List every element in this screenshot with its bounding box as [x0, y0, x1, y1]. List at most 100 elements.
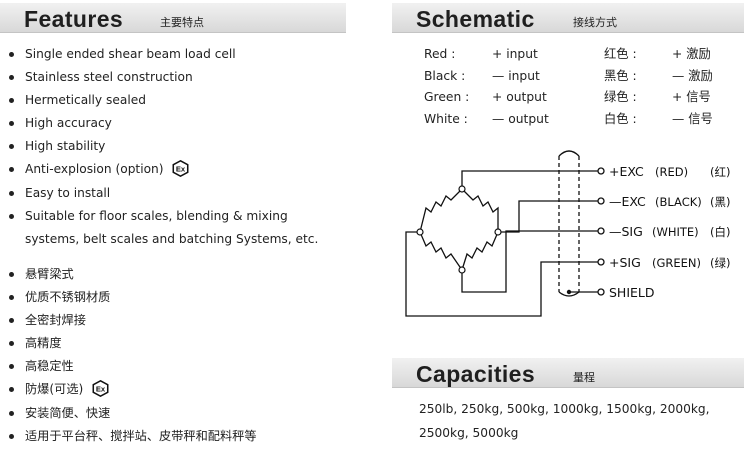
wiring-row: Green : + output 绿色 : + 信号	[424, 87, 734, 109]
terminal-label: SHIELD	[609, 285, 655, 300]
schematic-header: Schematic 接线方式	[392, 3, 744, 33]
bullet	[9, 52, 14, 57]
shield-junction-dot	[566, 289, 572, 295]
shield-cable-bottom	[558, 291, 580, 297]
resistor-r4	[461, 231, 499, 271]
list-item: Hermetically sealed	[0, 89, 318, 112]
list-item: 全密封焊接	[0, 309, 257, 332]
bullet	[9, 318, 14, 324]
list-item: Stainless steel construction	[0, 66, 318, 89]
list-item-text: Anti-explosion (option)	[25, 162, 164, 177]
wire-signal-en: — input	[492, 68, 540, 83]
explosion-proof-icon: Ex	[172, 159, 189, 177]
list-item-text: systems, belt scales and batching System…	[25, 231, 319, 246]
terminal-label: —SIG	[609, 224, 643, 239]
list-item: 安装简便、快速	[0, 402, 257, 425]
features-header: Features 主要特点	[0, 3, 346, 33]
list-item: Suitable for floor scales, blending & mi…	[0, 205, 318, 228]
terminal-color-zh: (黑)	[710, 195, 730, 209]
wire-signal-en: — output	[492, 111, 549, 126]
terminal-minus-sig	[597, 227, 605, 235]
wheatstone-bridge-diagram: +EXC (RED) (红) —EXC (BLACK) (黑) —SIG (WH…	[405, 150, 730, 317]
bullet	[9, 167, 14, 173]
bridge-node-top	[458, 185, 466, 193]
list-item-text: Suitable for floor scales, blending & mi…	[25, 208, 288, 223]
bullet	[9, 190, 14, 196]
wire-color-en: White :	[424, 111, 468, 126]
terminal-color-zh: (绿)	[710, 256, 730, 270]
terminal-label: —EXC	[609, 194, 646, 209]
bullet	[9, 98, 14, 104]
bullet	[9, 213, 14, 219]
terminal-color: (GREEN)	[652, 256, 701, 270]
bullet	[9, 410, 14, 416]
wire-signal-zh: — 激励	[672, 68, 713, 83]
capacities-header: Capacities 量程	[392, 358, 744, 388]
wire-signal-zh: — 信号	[672, 111, 713, 126]
list-item: High accuracy	[0, 112, 318, 135]
wire-minus-exc	[498, 200, 598, 233]
bridge-node-left	[416, 228, 424, 236]
bridge-node-right	[494, 228, 502, 236]
wire-color-en: Black :	[424, 68, 466, 83]
terminal-shield	[597, 288, 605, 296]
list-item-text: Hermetically sealed	[25, 93, 146, 108]
wire-signal-en: + output	[492, 90, 547, 105]
list-item: 高稳定性	[0, 355, 257, 378]
bullet	[9, 295, 14, 301]
bullet	[9, 272, 14, 277]
list-item: High stability	[0, 135, 318, 158]
list-item-text: High accuracy	[25, 116, 112, 131]
features-subtitle: 主要特点	[160, 16, 204, 29]
wire-plus-sig	[405, 231, 598, 317]
svg-text:Ex: Ex	[176, 164, 186, 173]
bullet	[9, 364, 14, 370]
terminal-plus-sig	[597, 258, 605, 266]
terminal-color: (RED)	[655, 165, 688, 179]
wire-color-en: Green :	[424, 90, 470, 105]
list-item: 悬臂梁式	[0, 263, 257, 286]
features-list-zh: 悬臂梁式 优质不锈钢材质 全密封焊接 高精度 高稳定性 防爆(可选) Ex 安装…	[0, 263, 257, 448]
schematic-title: Schematic	[416, 6, 535, 32]
terminal-color-zh: (红)	[710, 165, 730, 179]
features-list-en: Single ended shear beam load cell Stainl…	[0, 43, 318, 251]
bullet	[9, 387, 14, 393]
resistor-r2	[461, 188, 499, 232]
features-title: Features	[24, 6, 124, 32]
terminal-color-zh: (白)	[710, 225, 730, 239]
list-item-text: Stainless steel construction	[25, 70, 193, 85]
list-item-text: High stability	[25, 139, 106, 154]
wire-color-zh: 绿色 :	[604, 90, 637, 105]
shield-cable-top	[558, 150, 580, 157]
list-item-text: Easy to install	[25, 185, 111, 200]
wire-color-zh: 红色 :	[604, 47, 637, 61]
list-item-text: 安装简便、快速	[25, 405, 111, 420]
list-item-text: 适用于平台秤、搅拌站、皮带秤和配料秤等	[25, 428, 257, 443]
capacities-text: 250lb, 250kg, 500kg, 1000kg, 1500kg, 200…	[419, 402, 710, 440]
wiring-row: Black : — input 黑色 : — 激励	[424, 66, 734, 88]
list-item: 防爆(可选) Ex	[0, 378, 257, 401]
list-item: Single ended shear beam load cell	[0, 43, 318, 66]
list-item: Easy to install	[0, 182, 318, 205]
bullet	[9, 75, 14, 81]
explosion-proof-icon: Ex	[92, 379, 109, 397]
terminal-plus-exc	[597, 167, 605, 175]
wire-signal-zh: + 激励	[672, 47, 711, 61]
capacities-subtitle: 量程	[573, 371, 595, 384]
list-item-text: 优质不锈钢材质	[25, 290, 111, 305]
bullet	[9, 144, 14, 150]
wire-minus-sig	[461, 230, 598, 293]
list-item-text: 悬臂梁式	[25, 267, 74, 281]
list-item-text: 全密封焊接	[25, 313, 86, 328]
terminal-minus-exc	[597, 197, 605, 205]
terminal-label: +SIG	[609, 255, 641, 270]
list-item: Anti-explosion (option) Ex	[0, 158, 318, 181]
wire-plus-exc	[461, 170, 598, 189]
capacities-title: Capacities	[416, 361, 536, 387]
resistor-r3	[419, 231, 463, 271]
wire-signal-zh: + 信号	[672, 90, 711, 105]
resistor-r1	[419, 188, 463, 233]
list-item: 优质不锈钢材质	[0, 286, 257, 309]
wiring-row: Red : + input 红色 : + 激励	[424, 44, 734, 66]
list-item-text: 高稳定性	[25, 359, 74, 374]
